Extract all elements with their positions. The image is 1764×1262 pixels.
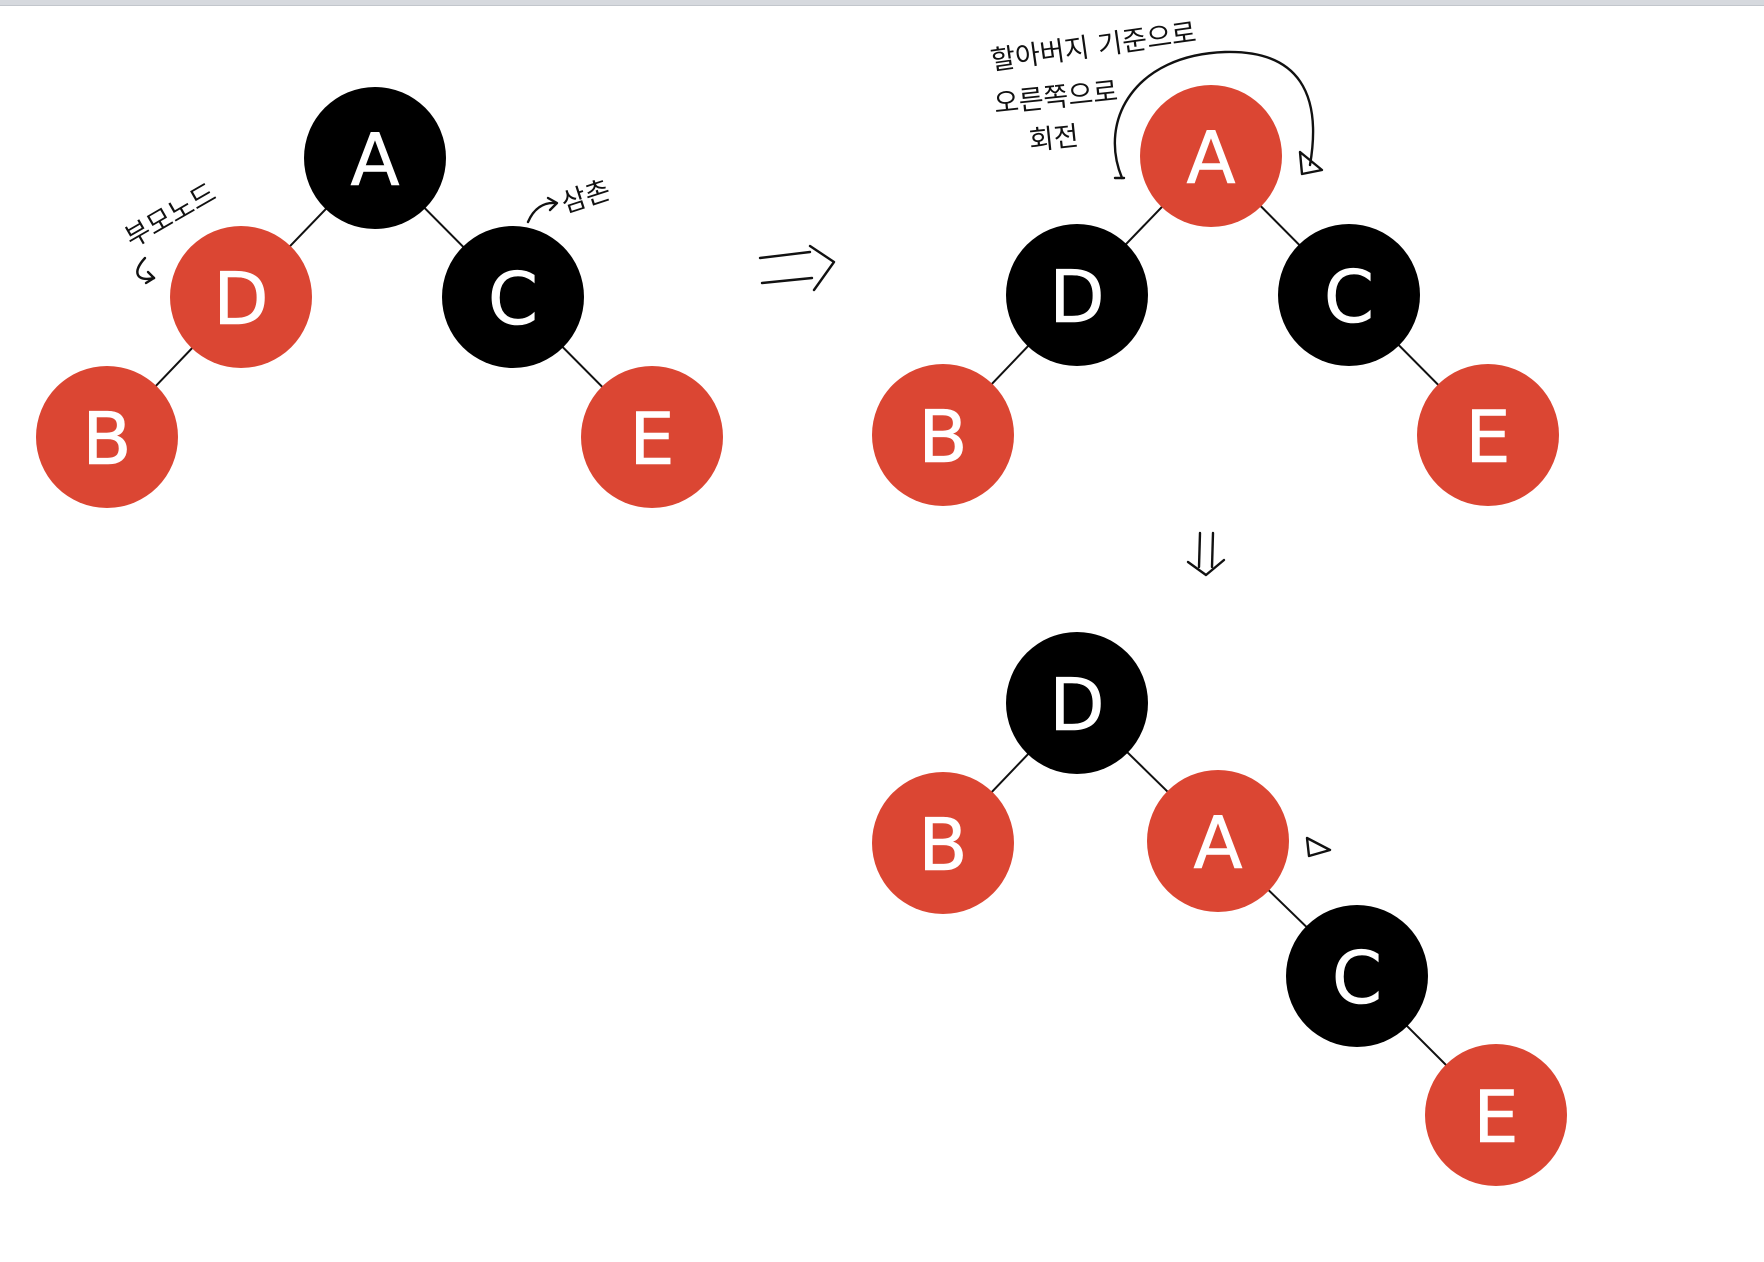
tree-rotated: DB A C E — [872, 632, 1567, 1186]
node-circle — [36, 366, 178, 508]
node-label: C — [1332, 936, 1382, 1020]
node-circle — [1278, 224, 1420, 366]
node-label: C — [1324, 255, 1374, 339]
node-E: E — [581, 366, 723, 508]
implies-right-arrow — [758, 244, 836, 292]
node-circle — [1417, 364, 1559, 506]
implies-down-arrow — [1186, 531, 1226, 577]
node-B: B — [36, 366, 178, 508]
node-circle — [1006, 224, 1148, 366]
node-label: E — [1465, 395, 1511, 479]
parent-pointer-arrow — [136, 256, 156, 285]
node-E: E — [1425, 1044, 1567, 1186]
node-circle — [581, 366, 723, 508]
node-A: A — [1140, 85, 1282, 227]
node-label: B — [82, 397, 131, 481]
node-B: B — [872, 772, 1014, 914]
node-circle — [872, 364, 1014, 506]
node-label: B — [918, 395, 967, 479]
top-rule — [0, 0, 1764, 6]
node-D: D — [1006, 224, 1148, 366]
rotation-note-line1: 할아버지 기준으로 — [989, 17, 1199, 77]
node-circle — [1006, 632, 1148, 774]
node-circle — [442, 226, 584, 368]
node-C: C — [1286, 905, 1428, 1047]
tree-initial: AD C B E — [36, 87, 723, 508]
rotation-note-line2: 오른쪽으로 — [992, 76, 1119, 120]
node-label: B — [918, 803, 967, 887]
small-triangle-marker — [1305, 836, 1332, 858]
uncle-pointer-arrow — [526, 196, 559, 224]
rotation-arrow — [1113, 50, 1324, 180]
node-D: D — [170, 226, 312, 368]
node-C: C — [442, 226, 584, 368]
tree-recolored: AD C B E — [872, 85, 1559, 506]
node-circle — [1286, 905, 1428, 1047]
node-C: C — [1278, 224, 1420, 366]
node-label: A — [1193, 801, 1242, 885]
node-circle — [872, 772, 1014, 914]
node-label: A — [350, 118, 399, 202]
node-label: D — [213, 257, 268, 341]
node-A: A — [1147, 770, 1289, 912]
node-E: E — [1417, 364, 1559, 506]
node-label: E — [629, 397, 675, 481]
node-circle — [170, 226, 312, 368]
rotation-note-line3: 회전 — [1027, 121, 1080, 157]
node-circle — [1425, 1044, 1567, 1186]
uncle-node-label: 삼촌 — [558, 175, 615, 220]
node-label: D — [1049, 255, 1104, 339]
node-A: A — [304, 87, 446, 229]
node-label: A — [1186, 116, 1235, 200]
node-circle — [304, 87, 446, 229]
node-D: D — [1006, 632, 1148, 774]
node-circle — [1147, 770, 1289, 912]
node-label: D — [1049, 663, 1104, 747]
node-label: E — [1473, 1075, 1519, 1159]
node-circle — [1140, 85, 1282, 227]
node-label: C — [488, 257, 538, 341]
node-B: B — [872, 364, 1014, 506]
